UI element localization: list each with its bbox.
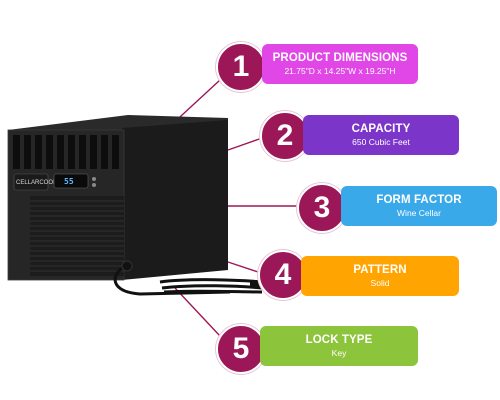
callout-product-dimensions: PRODUCT DIMENSIONS 21.75"D x 14.25"W x 1… (262, 44, 418, 84)
callout-title: PATTERN (353, 264, 407, 276)
callout-pattern: PATTERN Solid (301, 256, 459, 296)
number-badge-5: 5 (216, 324, 266, 374)
number-badge-2: 2 (260, 111, 310, 161)
callout-value: Solid (370, 278, 390, 288)
temperature-display (53, 173, 89, 189)
brand-logo-text: CELLARCOOL (16, 180, 57, 186)
callout-title: FORM FACTOR (376, 194, 462, 206)
number-badge-3: 3 (297, 183, 347, 233)
callout-value: 21.75"D x 14.25"W x 19.25"H (284, 66, 396, 76)
callout-title: LOCK TYPE (305, 334, 373, 346)
callout-value: Wine Cellar (397, 208, 441, 218)
callout-value: 650 Cubic Feet (352, 137, 410, 147)
callout-title: PRODUCT DIMENSIONS (272, 52, 408, 64)
leader-line-5 (174, 287, 221, 337)
callout-value: Key (331, 348, 347, 358)
number-badge-1: 1 (216, 42, 266, 92)
callout-title: CAPACITY (351, 123, 411, 135)
leader-line-4 (227, 261, 259, 273)
temperature-display-reading: 55 (64, 177, 74, 186)
leader-line-2 (227, 137, 263, 151)
callout-lock-type: LOCK TYPE Key (260, 326, 418, 366)
callout-form-factor: FORM FACTOR Wine Cellar (341, 186, 497, 226)
callout-capacity: CAPACITY 650 Cubic Feet (303, 115, 459, 155)
unit-body: CELLARCOOL 55 (7, 115, 268, 296)
